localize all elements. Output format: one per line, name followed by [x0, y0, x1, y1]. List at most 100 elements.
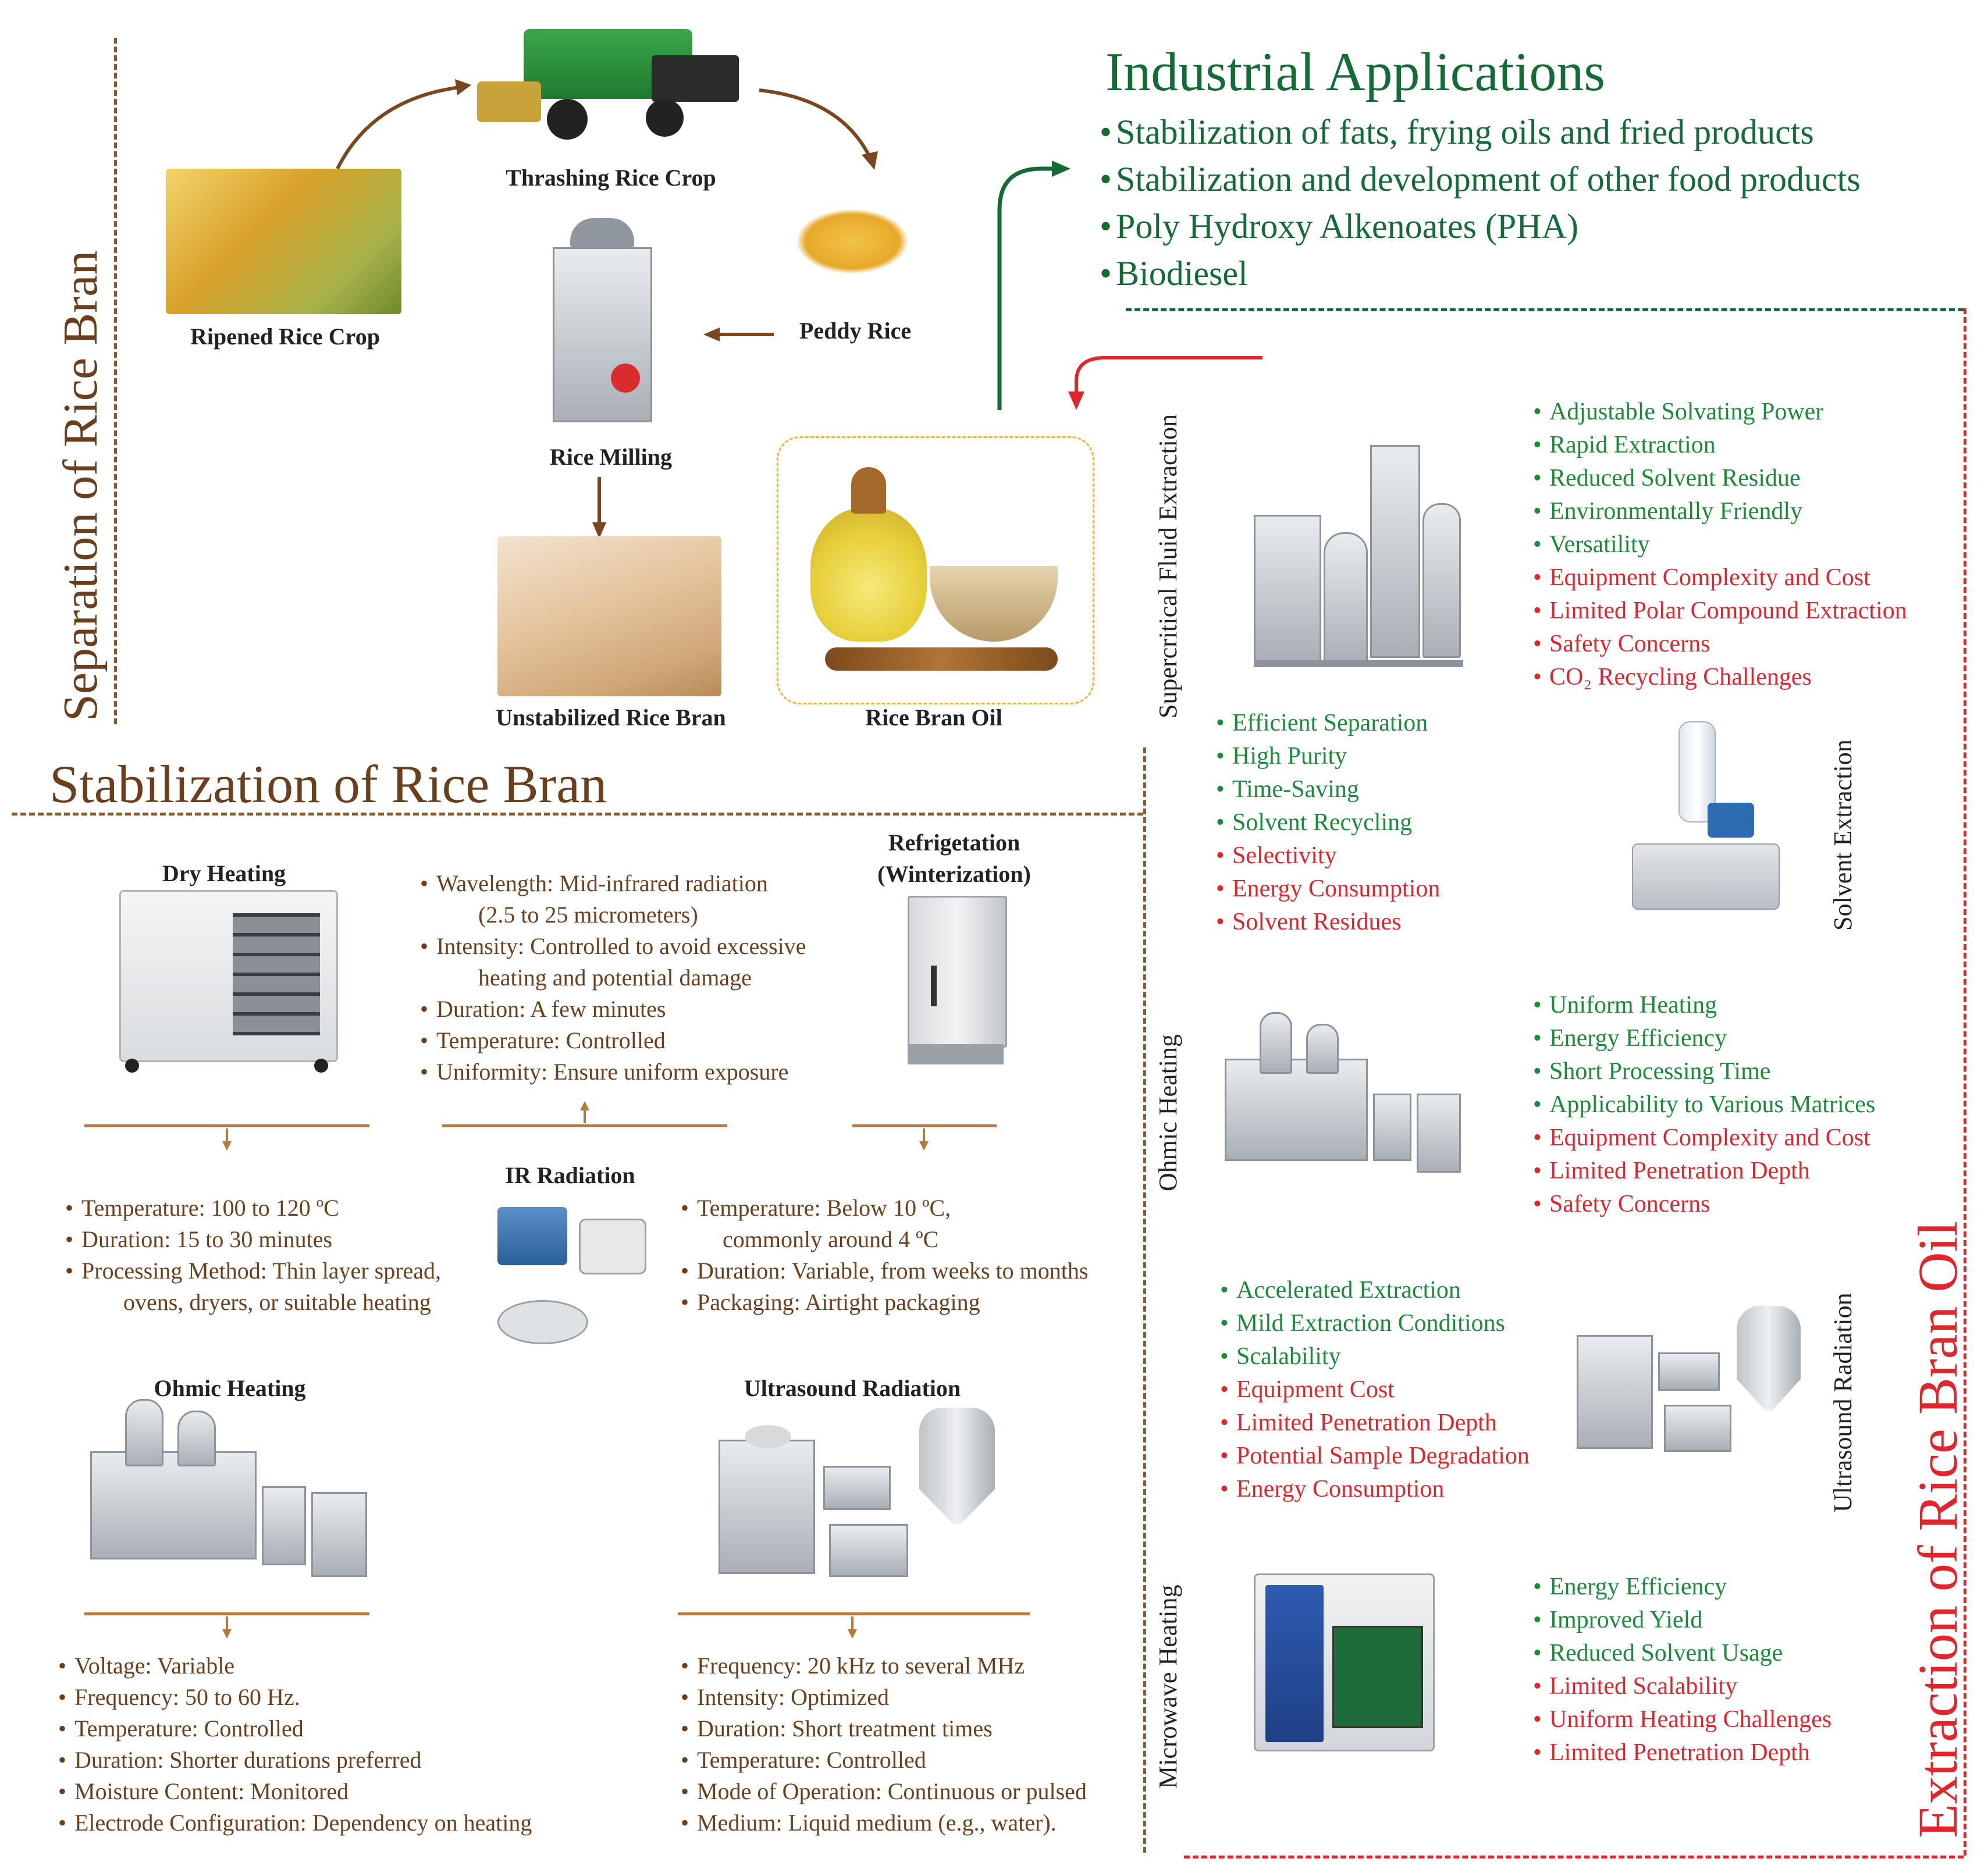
- ir-param: Duration: A few minutes: [420, 994, 806, 1025]
- ohmic-param: Moisture Content: Monitored: [58, 1776, 532, 1807]
- rice-bran-oil-label: Rice Bran Oil: [865, 704, 1002, 731]
- ultrasound-param: Mode of Operation: Continuous or pulsed: [681, 1776, 1087, 1807]
- solvent-list: Efficient Separation High Purity Time-Sa…: [1216, 707, 1440, 939]
- ohmic-extraction-item: Energy Efficiency: [1533, 1022, 1875, 1055]
- ohmic-extraction-list: Uniform Heating Energy Efficiency Short …: [1533, 989, 1875, 1221]
- dry-heating-param: ovens, dryers, or suitable heating: [123, 1289, 431, 1315]
- dry-heating-bar: [84, 1124, 369, 1127]
- ohmic-param: Temperature: Controlled: [58, 1713, 532, 1744]
- solvent-item: Solvent Recycling: [1216, 806, 1440, 839]
- ultrasound-param: Intensity: Optimized: [681, 1682, 1087, 1713]
- arrow-to-extraction: [1068, 356, 1262, 410]
- separation-divider: [114, 38, 117, 724]
- ripened-rice-label: Ripened Rice Crop: [190, 323, 380, 350]
- solvent-item: Time-Saving: [1216, 773, 1440, 806]
- ir-param: (2.5 to 25 micrometers): [478, 902, 698, 928]
- refrigeration-params: Temperature: Below 10 ºC, commonly aroun…: [681, 1192, 1088, 1318]
- rotary-evaporator-image: [1626, 721, 1783, 913]
- refrigeration-param: Packaging: Airtight packaging: [681, 1287, 1088, 1318]
- dry-heating-param: Duration: 15 to 30 minutes: [65, 1224, 441, 1255]
- refrigeration-param: commonly around 4 ºC: [723, 1226, 939, 1252]
- arrow-to-unstabilized: [592, 477, 606, 539]
- extraction-divider: [1143, 747, 1146, 1853]
- ohmic-arrow: [222, 1616, 232, 1639]
- ultrasound-extraction-item: Accelerated Extraction: [1220, 1274, 1530, 1307]
- solvent-item: Solvent Residues: [1216, 906, 1440, 939]
- peddy-rice-label: Peddy Rice: [799, 318, 912, 344]
- ultrasound-extraction-item: Energy Consumption: [1220, 1473, 1530, 1506]
- ir-param: Temperature: Controlled: [420, 1025, 806, 1056]
- refrigeration-param: Temperature: Below 10 ºC,: [681, 1192, 1088, 1224]
- dry-heating-params: Temperature: 100 to 120 ºC Duration: 15 …: [65, 1192, 441, 1318]
- ohmic-extraction-item: Uniform Heating: [1533, 989, 1875, 1022]
- extraction-border-bottom: [1184, 1856, 1964, 1858]
- ir-param: Intensity: Controlled to avoid excessive: [420, 931, 806, 962]
- scfe-image: [1254, 445, 1463, 689]
- ultrasound-extraction-item: Mild Extraction Conditions: [1220, 1307, 1530, 1340]
- ohmic-param: Frequency: 50 to 60 Hz.: [58, 1682, 532, 1713]
- scfe-item: Limited Polar Compound Extraction: [1533, 594, 1907, 628]
- ultrasound-extraction-item: Limited Penetration Depth: [1220, 1406, 1530, 1440]
- stabilization-title: Stabilization of Rice Bran: [49, 754, 607, 814]
- dry-heating-param: Temperature: 100 to 120 ºC: [65, 1192, 441, 1224]
- ir-device-image: [492, 1201, 655, 1349]
- scfe-item: Environmentally Friendly: [1533, 495, 1907, 528]
- scfe-item: Adjustable Solvating Power: [1533, 396, 1907, 429]
- ultrasound-extraction-item: Potential Sample Degradation: [1220, 1440, 1530, 1473]
- harvester-image: [477, 17, 745, 143]
- ir-radiation-label: IR Radiation: [505, 1162, 635, 1188]
- microwave-item: Limited Scalability: [1533, 1670, 1831, 1703]
- refrigeration-label-line1: Refrigetation: [888, 829, 1020, 856]
- ultrasound-extraction-item: Equipment Cost: [1220, 1373, 1530, 1406]
- ir-param: Uniformity: Ensure uniform exposure: [420, 1056, 806, 1088]
- stabilization-divider: [12, 813, 1143, 816]
- scfe-item: Reduced Solvent Residue: [1533, 462, 1907, 495]
- ohmic-extraction-item: Equipment Complexity and Cost: [1533, 1121, 1875, 1155]
- ohmic-extraction-label: Ohmic Heating: [1154, 1034, 1182, 1191]
- industrial-item: Stabilization of fats, frying oils and f…: [1100, 109, 1861, 156]
- industrial-item: Poly Hydroxy Alkenoates (PHA): [1100, 203, 1861, 250]
- refrigeration-label-line2: (Winterization): [877, 861, 1031, 887]
- ultrasound-radiation-label: Ultrasound Radiation: [744, 1375, 961, 1401]
- industrial-list: Stabilization of fats, frying oils and f…: [1100, 109, 1861, 297]
- solvent-item: High Purity: [1216, 740, 1440, 773]
- arrow-to-peddy: [759, 88, 878, 170]
- ir-bar: [442, 1124, 727, 1127]
- arrow-to-thrashing: [336, 79, 471, 170]
- scfe-label: Supercritical Fluid Extraction: [1154, 414, 1182, 718]
- refrigeration-label: Refrigetation (Winterization): [838, 827, 1071, 890]
- unstabilized-bran-image: [497, 536, 721, 696]
- solvent-label: Solvent Extraction: [1829, 739, 1857, 931]
- ohmic-extraction-item: Short Processing Time: [1533, 1055, 1875, 1088]
- ohmic-extraction-item: Limited Penetration Depth: [1533, 1155, 1875, 1188]
- microwave-label: Microwave Heating: [1154, 1584, 1182, 1789]
- ultrasound-extraction-label: Ultrasound Radiation: [1829, 1292, 1857, 1512]
- ohmic-bar: [84, 1612, 369, 1615]
- arrow-to-milling: [703, 327, 774, 341]
- refrigeration-bar: [852, 1124, 997, 1127]
- dry-heating-image: [119, 890, 338, 1073]
- ohmic-heating-image: [90, 1399, 367, 1579]
- ripened-rice-image: [166, 169, 401, 314]
- refrigeration-arrow: [919, 1128, 929, 1151]
- microwave-item: Reduced Solvent Usage: [1533, 1637, 1831, 1670]
- refrigeration-param: Duration: Variable, from weeks to months: [681, 1255, 1088, 1287]
- thrashing-label: Thrashing Rice Crop: [506, 165, 716, 191]
- dry-heating-label: Dry Heating: [162, 860, 286, 886]
- microwave-list: Energy Efficiency Improved Yield Reduced…: [1533, 1571, 1831, 1769]
- scfe-item: CO₂ Recycling Challenges: [1533, 661, 1907, 694]
- ir-param: Wavelength: Mid-infrared radiation: [420, 868, 806, 899]
- ohmic-extraction-item: Applicability to Various Matrices: [1533, 1088, 1875, 1121]
- scfe-item: Equipment Complexity and Cost: [1533, 561, 1907, 594]
- industrial-item: Stabilization and development of other f…: [1100, 156, 1861, 203]
- rice-mill-image: [547, 218, 657, 425]
- ohmic-heating-label: Ohmic Heating: [154, 1375, 306, 1401]
- extraction-title: Extraction of Rice Bran Oil: [1907, 1220, 1969, 1838]
- ohmic-extraction-image: [1225, 1012, 1461, 1178]
- arrow-to-industrial: [997, 161, 1071, 410]
- microwave-item: Uniform Heating Challenges: [1533, 1703, 1831, 1736]
- rice-bran-oil-box: [777, 436, 1094, 704]
- ohmic-params: Voltage: Variable Frequency: 50 to 60 Hz…: [58, 1650, 532, 1839]
- ohmic-param: Duration: Shorter durations preferred: [58, 1744, 532, 1776]
- ultrasound-param: Duration: Short treatment times: [681, 1713, 1087, 1744]
